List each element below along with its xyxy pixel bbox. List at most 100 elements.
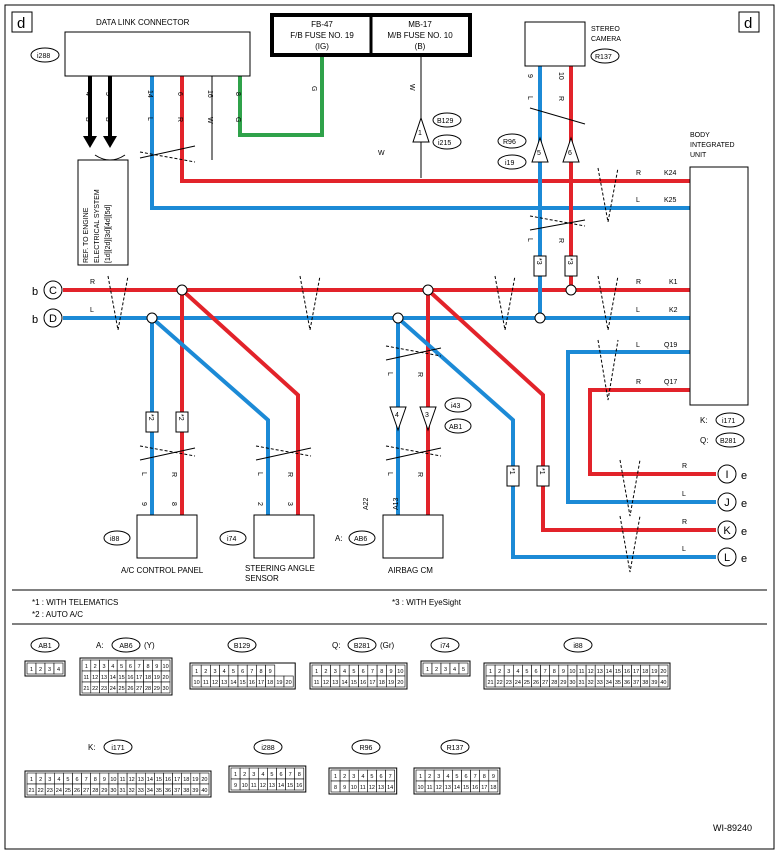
connector-pin-number: 4 — [453, 667, 456, 673]
biu-pin-q17: Q17 — [664, 379, 677, 386]
airbag-conn-a-badge — [444, 397, 472, 413]
connector-pin-cell — [658, 675, 669, 688]
out-i-letter: I — [725, 469, 728, 481]
connector-r137-badge — [440, 739, 470, 755]
stereo-note-1: *3 — [535, 258, 542, 265]
out-l-post: e — [741, 553, 747, 565]
junction-2 — [422, 284, 434, 296]
twist-mark — [385, 447, 442, 461]
mb-fuse-sub: (B) — [415, 42, 426, 51]
connector-pin-number: 33 — [138, 788, 144, 794]
connector-pin-number: 7 — [544, 669, 547, 675]
connector-pin-number: 17 — [136, 675, 142, 681]
bus-c-circle — [43, 280, 63, 300]
connector-pin-number: 2 — [343, 774, 346, 780]
stereo-note-box-2 — [564, 255, 578, 277]
connector-pin-number: 12 — [129, 777, 135, 783]
stereo-note-2: *3 — [566, 258, 573, 265]
biu-wire-k2: L — [636, 307, 640, 314]
connector-pin-cell — [385, 780, 396, 793]
airbag-box — [382, 514, 444, 559]
dlc-title: DATA LINK CONNECTOR — [96, 18, 190, 27]
steer-title1: STEERING ANGLE — [245, 564, 315, 573]
connector-pin-number: 3 — [507, 669, 510, 675]
connector-pin-number: 7 — [289, 772, 292, 778]
steer-wire-r: R — [286, 472, 293, 477]
connector-pin-number: 19 — [154, 675, 160, 681]
biu-box — [689, 166, 749, 406]
connector-pin-number: 18 — [183, 777, 189, 783]
connector-pin-number: 1 — [85, 664, 88, 670]
twist-mark — [139, 445, 196, 457]
connector-pin-number: 10 — [569, 669, 575, 675]
mb-fuse-label: M/B FUSE NO. 10 — [387, 31, 453, 40]
stereo-wire-r: R — [557, 96, 564, 101]
wire-dlc-can-high — [180, 76, 690, 183]
connector-i171-prefix: K: — [88, 743, 96, 752]
connector-pin-number: 5 — [66, 777, 69, 783]
connector-pin-number: 6 — [535, 669, 538, 675]
dlc-pin-16: 16 — [206, 90, 213, 98]
connector-pin-number: 6 — [280, 772, 283, 778]
connector-pin-number: 12 — [92, 675, 98, 681]
connector-pin-number: 37 — [633, 680, 639, 686]
legend-note-1: *1 : WITH TELEMATICS — [32, 598, 118, 607]
connector-b129-label: B129 — [234, 643, 250, 650]
bus-c-letter: C — [49, 285, 57, 297]
connector-pin-number: 17 — [481, 785, 487, 791]
connector-pin-number: 33 — [597, 680, 603, 686]
connector-pin-cell — [458, 662, 469, 675]
connector-pin-number: 8 — [146, 664, 149, 670]
corner-letter-right: d — [744, 15, 752, 32]
connector-i288-label: i288 — [261, 745, 274, 752]
shield-mark — [597, 275, 619, 331]
connector-pin-number: 30 — [569, 680, 575, 686]
connector-pin-number: 5 — [370, 774, 373, 780]
connector-pin-number: 2 — [204, 669, 207, 675]
out-k-post: e — [741, 526, 747, 538]
dlc-wire-r: R — [176, 117, 183, 122]
fuse-terminal-arrow — [412, 116, 430, 143]
out-k-letter: K — [723, 525, 731, 537]
connector-pin-number: 8 — [94, 777, 97, 783]
twist-mark — [385, 445, 442, 457]
ac-note-a: *2 — [147, 414, 154, 421]
ac-note-b: *2 — [177, 414, 184, 421]
connector-pin-number: 14 — [230, 680, 236, 686]
stereo-conn-a: R96 — [503, 139, 516, 146]
steer-pin-2: 2 — [256, 502, 263, 506]
connector-i88-badge — [563, 637, 593, 653]
connector-pin-number: 20 — [660, 669, 666, 675]
connector-pin-number: 9 — [343, 785, 346, 791]
connector-pin-number: 13 — [101, 675, 107, 681]
connector-pin-number: 13 — [138, 777, 144, 783]
stereo-id-badge — [590, 48, 620, 64]
stereo-terminal-5 — [531, 136, 549, 163]
connector-pin-number: 19 — [388, 680, 394, 686]
bus-d-wire: L — [90, 307, 94, 314]
connector-pin-cell — [53, 662, 64, 675]
connector-pin-number: 15 — [615, 669, 621, 675]
biu-title1: BODY — [690, 132, 710, 139]
twist-mark — [139, 151, 196, 163]
junction-5 — [392, 312, 404, 324]
fuse-box: FB-47 F/B FUSE NO. 19 (IG) MB-17 M/B FUS… — [270, 13, 472, 157]
stereo-pin-6: 6 — [568, 150, 572, 157]
out-note-box-2 — [536, 465, 550, 487]
connector-pin-number: 4 — [516, 669, 519, 675]
ac-note-box-a — [145, 411, 159, 433]
shield-mark — [619, 515, 641, 573]
junction-1 — [176, 284, 188, 296]
airbag-terminal-3 — [419, 406, 437, 432]
dlc-ref-line3: [1d][2d][3d][4d][5d] — [105, 205, 112, 263]
connector-pin-number: 14 — [454, 785, 460, 791]
connector-pin-number: 3 — [334, 669, 337, 675]
connector-pin-number: 13 — [269, 783, 275, 789]
connector-pin-number: 8 — [380, 669, 383, 675]
dlc-box — [64, 31, 251, 77]
connector-pin-number: 3 — [213, 669, 216, 675]
